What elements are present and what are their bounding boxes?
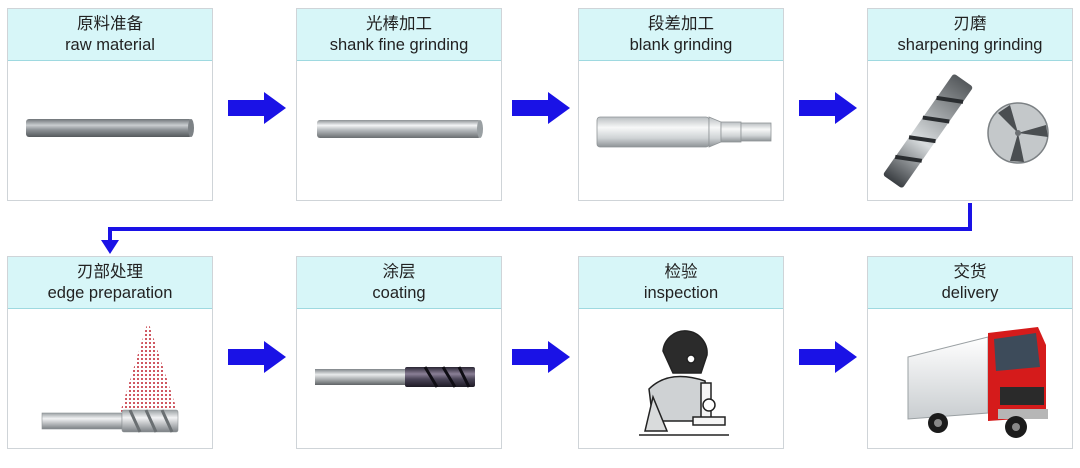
step-header: 检验 inspection [579,257,783,309]
step-title-cn: 涂层 [382,263,416,281]
step-card-inspection: 检验 inspection [578,256,784,449]
step-image-coated-end-mill [297,309,501,448]
step-title-cn: 原料准备 [77,15,143,33]
coated-end-mill-image [315,366,475,388]
step-title-cn: 交货 [953,263,987,281]
step-card-sharpening-grinding: 刃磨 sharpening grinding [867,8,1073,201]
right-arrow-icon [799,92,857,124]
red-truck-image [907,327,1048,438]
step-image-blasted-end-mill [8,309,212,448]
step-title-cn: 刃磨 [953,15,987,33]
step-title-cn: 检验 [664,263,698,281]
right-arrow-icon [228,341,286,373]
step-header: 刃磨 sharpening grinding [868,9,1072,61]
step-header: 交货 delivery [868,257,1072,309]
step-header: 涂层 coating [297,257,501,309]
right-arrow-icon [228,92,286,124]
step-card-coating: 涂层 coating [296,256,502,449]
step-image-stepped-blank [579,61,783,200]
step-title-en: inspection [643,284,719,302]
step-title-en: sharpening grinding [897,36,1043,54]
step-header: 段差加工 blank grinding [579,9,783,61]
step-card-raw-material: 原料准备 raw material [7,8,213,201]
end-mill-flutes-image [883,74,1049,188]
step-title-cn: 光棒加工 [366,15,432,33]
step-card-blank-grinding: 段差加工 blank grinding [578,8,784,201]
end-mill-face [987,102,1049,164]
step-image-red-truck [868,309,1072,448]
step-title-en: shank fine grinding [329,36,469,54]
step-header: 光棒加工 shank fine grinding [297,9,501,61]
blasted-end-mill-image [41,321,179,433]
step-title-cn: 段差加工 [648,15,714,33]
right-arrow-icon [512,92,570,124]
step-title-cn: 刃部处理 [77,263,143,281]
stepped-blank-image [596,116,772,148]
step-image-inspector-with-microscope [579,309,783,448]
step-title-en: edge preparation [47,284,173,302]
ground-rod-image [317,120,483,138]
step-card-edge-preparation: 刃部处理 edge preparation [7,256,213,449]
step-card-shank-fine-grinding: 光棒加工 shank fine grinding [296,8,502,201]
step-title-en: blank grinding [629,36,733,54]
inspector-with-microscope-image [639,330,729,436]
step-title-en: raw material [65,36,155,54]
step-header: 原料准备 raw material [8,9,212,61]
step-image-steel-rod [8,61,212,200]
step-image-ground-rod [297,61,501,200]
step-title-en: delivery [941,284,999,302]
right-arrow-icon [512,341,570,373]
right-arrow-icon [799,341,857,373]
step-image-end-mill-flutes [868,61,1072,200]
step-title-en: coating [372,284,426,302]
step-card-delivery: 交货 delivery [867,256,1073,449]
steel-rod-image [26,119,194,137]
step-header: 刃部处理 edge preparation [8,257,212,309]
